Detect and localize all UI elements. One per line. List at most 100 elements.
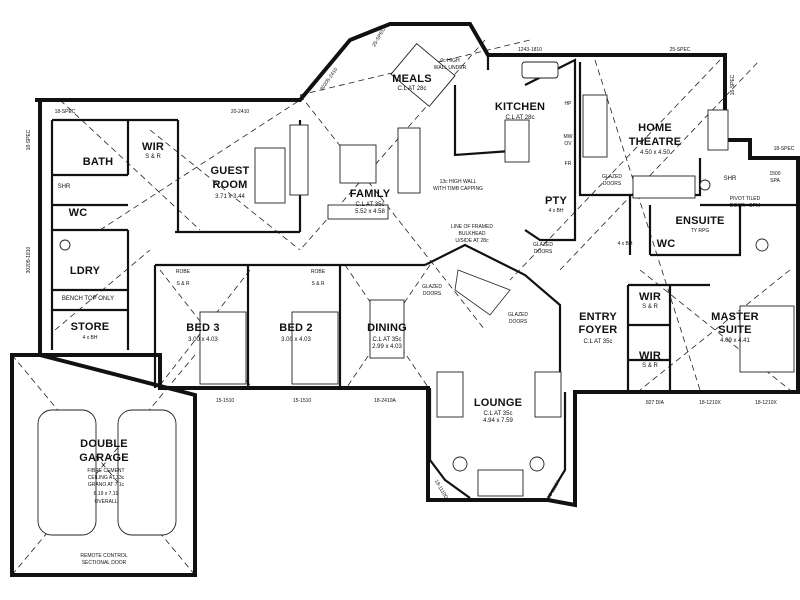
bed2-size: 3.00 x 4.03 <box>281 337 311 343</box>
lounge-size: 4.94 x 7.59 <box>483 418 513 424</box>
pty-label: PTY <box>545 195 567 207</box>
garage-door-note-1: REMOTE CONTROL <box>80 553 127 559</box>
shr-left-label: SHR <box>58 184 71 190</box>
wc-right-label: WC <box>657 238 676 250</box>
bed2-robe: ROBE <box>311 269 326 275</box>
entry-foyer-label-1: ENTRY <box>579 311 617 323</box>
kitchen-label: KITCHEN <box>495 101 545 113</box>
wir-master-2-sr: S & R <box>642 363 658 369</box>
dim-bot-bed3: 15-1510 <box>216 398 235 404</box>
dim-bot-master3: 18-1210X <box>755 400 777 406</box>
guest-room-label-1: GUEST <box>211 165 250 177</box>
dim-top-theatre: 25-SPEC <box>670 47 691 53</box>
guest-room-label-2: ROOM <box>212 179 247 191</box>
bulkhead-note-1: LINE OF FRAMED <box>451 224 493 230</box>
meals-note-1: 0c HIGH <box>440 58 460 64</box>
ensuite-sub: TY RPG <box>691 228 710 234</box>
glazed-doors-kitchen-1: GLAZED <box>533 242 553 248</box>
pivot-note-2: DOOR - BPM <box>730 203 760 209</box>
bed3-robe: ROBE <box>176 269 191 275</box>
wir-master-1-label: WIR <box>639 291 661 303</box>
dim-bot-master1: 827 DIA <box>646 400 665 406</box>
dim-top-left: 18-SPEC <box>55 109 76 115</box>
dim-left-lower: 30205-1810 <box>26 246 32 273</box>
bed3-size: 3.00 x 4.03 <box>188 337 218 343</box>
bed2-sr: S & R <box>311 281 324 287</box>
family-note-1: 13c HIGH WALL <box>440 179 477 185</box>
dining-ceiling: C.L AT 35c <box>373 337 402 343</box>
dim-lounge-right: 18-1110A <box>546 478 562 500</box>
master-suite-label-1: MASTER <box>711 311 759 323</box>
dim-right-theatre: 18-SPEC <box>730 74 736 95</box>
bed3-label: BED 3 <box>186 322 219 334</box>
pivot-note-1: PIVOT TILED <box>730 196 761 202</box>
mw-label: MW <box>564 134 573 140</box>
home-theatre-label-1: HOME <box>638 122 672 134</box>
family-size: 5.52 x 4.58 <box>355 209 385 215</box>
glazed-doors-theatre-1: GLAZED <box>602 174 622 180</box>
bulkhead-note-2: BULKHEAD <box>459 231 486 237</box>
guest-room-size: 3.71 x 3.44 <box>215 194 245 200</box>
wc-left-label: WC <box>69 207 88 219</box>
glazed-doors-kitchen-2: DOORS <box>534 249 553 255</box>
wir-guest-label: WIR <box>142 141 164 153</box>
glazed-doors-theatre-2: DOORS <box>603 181 622 187</box>
store-shelves: 4 x BH <box>82 335 97 341</box>
bath-label: BATH <box>83 156 114 168</box>
entry-foyer-ceiling: C.L AT 35c <box>584 339 613 345</box>
spa-label: SPA <box>770 178 780 184</box>
ov-label: OV <box>564 141 572 147</box>
garage-sub-5: OVERALL <box>94 499 117 505</box>
bed3-sr: S & R <box>176 281 189 287</box>
hp-label: HP <box>565 101 573 107</box>
meals-label: MEALS <box>392 73 432 85</box>
ensuite-label: ENSUITE <box>675 215 724 227</box>
master-suite-label-2: SUITE <box>718 324 751 336</box>
ldry-label: LDRY <box>70 265 101 277</box>
fr-label: FR <box>565 161 572 167</box>
bed2-label: BED 2 <box>279 322 312 334</box>
wir-master-1-sr: S & R <box>642 304 658 310</box>
pty-shelves: 4 x BH <box>548 208 563 214</box>
garage-label-2: GARAGE <box>79 452 128 464</box>
dining-size: 2.99 x 4.03 <box>372 344 402 350</box>
lounge-ceiling: C.L AT 35c <box>484 411 513 417</box>
meals-note-2: WALL UNDER <box>434 65 467 71</box>
dim-bot-master2: 18-1210X <box>699 400 721 406</box>
home-theatre-size: 4.50 x 4.50 <box>640 150 670 156</box>
glazed-doors-lounge-1: GLAZED <box>508 312 528 318</box>
glazed-doors-dining-2: DOORS <box>423 291 442 297</box>
dim-top-kitchen: 1243-1810 <box>518 47 542 53</box>
shr-right-label: SHR <box>724 176 737 182</box>
lounge-label: LOUNGE <box>474 397 522 409</box>
home-theatre-label-2: THEATRE <box>629 136 682 148</box>
family-note-2: WITH TIMB CAPPING <box>433 186 483 192</box>
wir-master-2-label: WIR <box>639 350 661 362</box>
meals-ceiling: C.L AT 28c <box>398 86 427 92</box>
room-labels: MEALS C.L AT 28c 0c HIGH WALL UNDER KITC… <box>58 58 781 566</box>
glazed-doors-lounge-2: DOORS <box>509 319 528 325</box>
store-label: STORE <box>71 321 110 333</box>
outer-walls <box>10 22 800 577</box>
dim-left-side: 18-SPEC <box>26 129 32 150</box>
family-ceiling: C.L AT 35c <box>356 202 385 208</box>
spa-size: 1500 <box>769 171 780 177</box>
family-label: FAMILY <box>350 188 391 200</box>
garage-label-1: DOUBLE <box>80 438 128 450</box>
garage-sub-3: GRANO AT 7.1c <box>88 482 125 488</box>
entry-foyer-label-2: FOYER <box>579 324 618 336</box>
garage-door-note-2: SECTIONAL DOOR <box>82 560 127 566</box>
glazed-doors-dining-1: GLAZED <box>422 284 442 290</box>
bench-top-label: BENCH TOP ONLY <box>62 296 114 302</box>
garage-sub-4: 6.19 x 7.19 <box>94 491 119 497</box>
dining-label: DINING <box>367 322 407 334</box>
bulkhead-note-3: U/SIDE AT 28c <box>455 238 489 244</box>
wir-guest-sr: S & R <box>145 154 161 160</box>
dim-bot-bed2: 15-1510 <box>293 398 312 404</box>
garage-sub-2: CEILING AT 33c <box>88 475 125 481</box>
dim-top-right: 18-SPEC <box>774 146 795 152</box>
dim-top-guest: 20-2410 <box>231 109 250 115</box>
master-suite-size: 4.09 x 4.41 <box>720 338 750 344</box>
garage-sub-1: FIBRE CEMENT <box>87 468 124 474</box>
